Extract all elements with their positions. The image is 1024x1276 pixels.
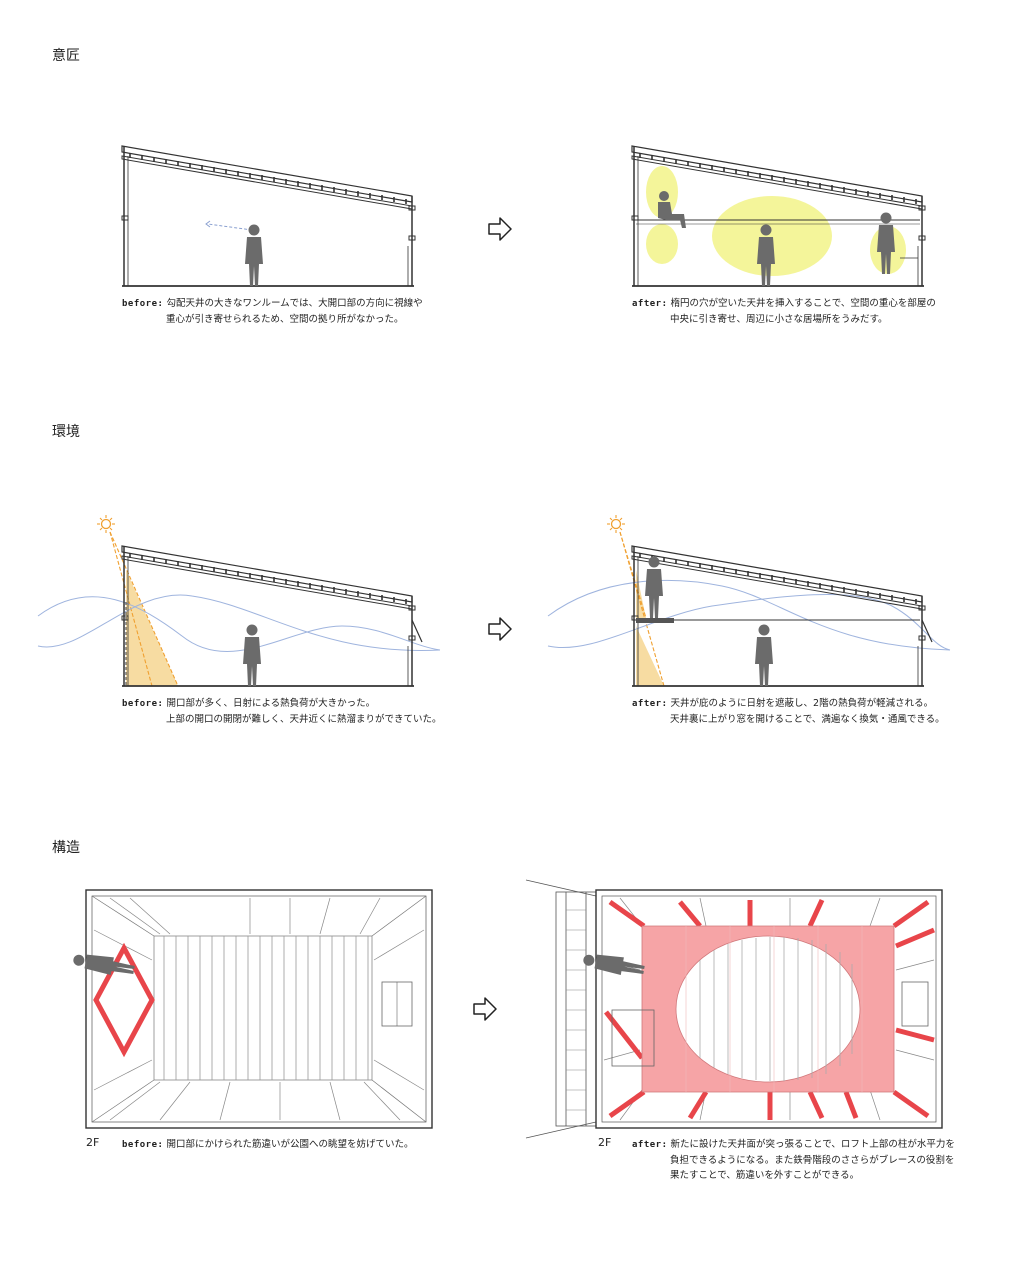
struct-before-plan bbox=[71, 889, 433, 1129]
caption-design-after: after: 楕円の穴が空いた天井を挿入することで、空間の重心を部屋の 中央に引… bbox=[632, 296, 936, 327]
env-after-section bbox=[547, 515, 951, 687]
caption-key: after: bbox=[632, 699, 668, 709]
caption-line: 天井が庇のように日射を遮蔽し、2階の熱負荷が軽減される。 bbox=[670, 698, 934, 709]
caption-line: 上部の開口の開閉が難しく、天井近くに熱溜まりができていた。 bbox=[166, 714, 442, 725]
section-title-design: 意匠 bbox=[52, 48, 80, 64]
person-icon bbox=[243, 624, 261, 686]
caption-line: 中央に引き寄せ、周辺に小さな居場所をうみだす。 bbox=[670, 314, 888, 325]
right-arrow-icon bbox=[488, 617, 512, 641]
caption-line: 新たに設けた天井面が突っ張ることで、ロフト上部の柱が水平力を bbox=[670, 1139, 955, 1150]
caption-line: 開口部が多く、日射による熱負荷が大きかった。 bbox=[166, 698, 376, 709]
caption-design-before: before: 勾配天井の大きなワンルームでは、大開口部の方向に視線や 重心が引… bbox=[122, 296, 423, 327]
floor-label-after: 2F bbox=[598, 1136, 612, 1149]
caption-key: before: bbox=[122, 1140, 164, 1150]
caption-env-after: after: 天井が庇のように日射を遮蔽し、2階の熱負荷が軽減される。 天井裏に… bbox=[632, 696, 945, 727]
caption-key: after: bbox=[632, 1140, 668, 1150]
design-before-section bbox=[121, 145, 416, 287]
caption-line: 果たすことで、筋違いを外すことができる。 bbox=[670, 1170, 860, 1181]
floor-label-before: 2F bbox=[86, 1136, 100, 1149]
design-after-section bbox=[631, 145, 926, 287]
person-icon bbox=[755, 624, 773, 686]
caption-line: 重心が引き寄せられるため、空間の拠り所がなかった。 bbox=[166, 314, 404, 325]
struct-after-plan bbox=[525, 879, 943, 1139]
sun-icon bbox=[607, 515, 625, 533]
person-icon bbox=[645, 556, 663, 618]
caption-struct-before: before: 開口部にかけられた筋違いが公園への眺望を妨げていた。 bbox=[122, 1137, 413, 1153]
caption-line: 負担できるようになる。また鉄骨階段のささらがブレースの役割を bbox=[670, 1155, 955, 1166]
env-before-section bbox=[37, 515, 441, 687]
right-arrow-icon bbox=[473, 997, 497, 1021]
caption-key: before: bbox=[122, 299, 164, 309]
sun-icon bbox=[97, 515, 115, 533]
caption-struct-after: after: 新たに設けた天井面が突っ張ることで、ロフト上部の柱が水平力を 負担… bbox=[632, 1137, 955, 1183]
section-title-structure: 構造 bbox=[52, 840, 80, 856]
caption-key: before: bbox=[122, 699, 164, 709]
person-icon bbox=[245, 224, 263, 286]
caption-env-before: before: 開口部が多く、日射による熱負荷が大きかった。 上部の開口の開閉が… bbox=[122, 696, 442, 727]
caption-line: 勾配天井の大きなワンルームでは、大開口部の方向に視線や bbox=[166, 298, 423, 309]
caption-key: after: bbox=[632, 299, 668, 309]
caption-line: 開口部にかけられた筋違いが公園への眺望を妨げていた。 bbox=[166, 1139, 414, 1150]
caption-line: 天井裏に上がり窓を開けることで、満遍なく換気・通風できる。 bbox=[670, 714, 945, 725]
right-arrow-icon bbox=[488, 217, 512, 241]
caption-line: 楕円の穴が空いた天井を挿入することで、空間の重心を部屋の bbox=[670, 298, 936, 309]
section-title-environment: 環境 bbox=[52, 424, 80, 440]
